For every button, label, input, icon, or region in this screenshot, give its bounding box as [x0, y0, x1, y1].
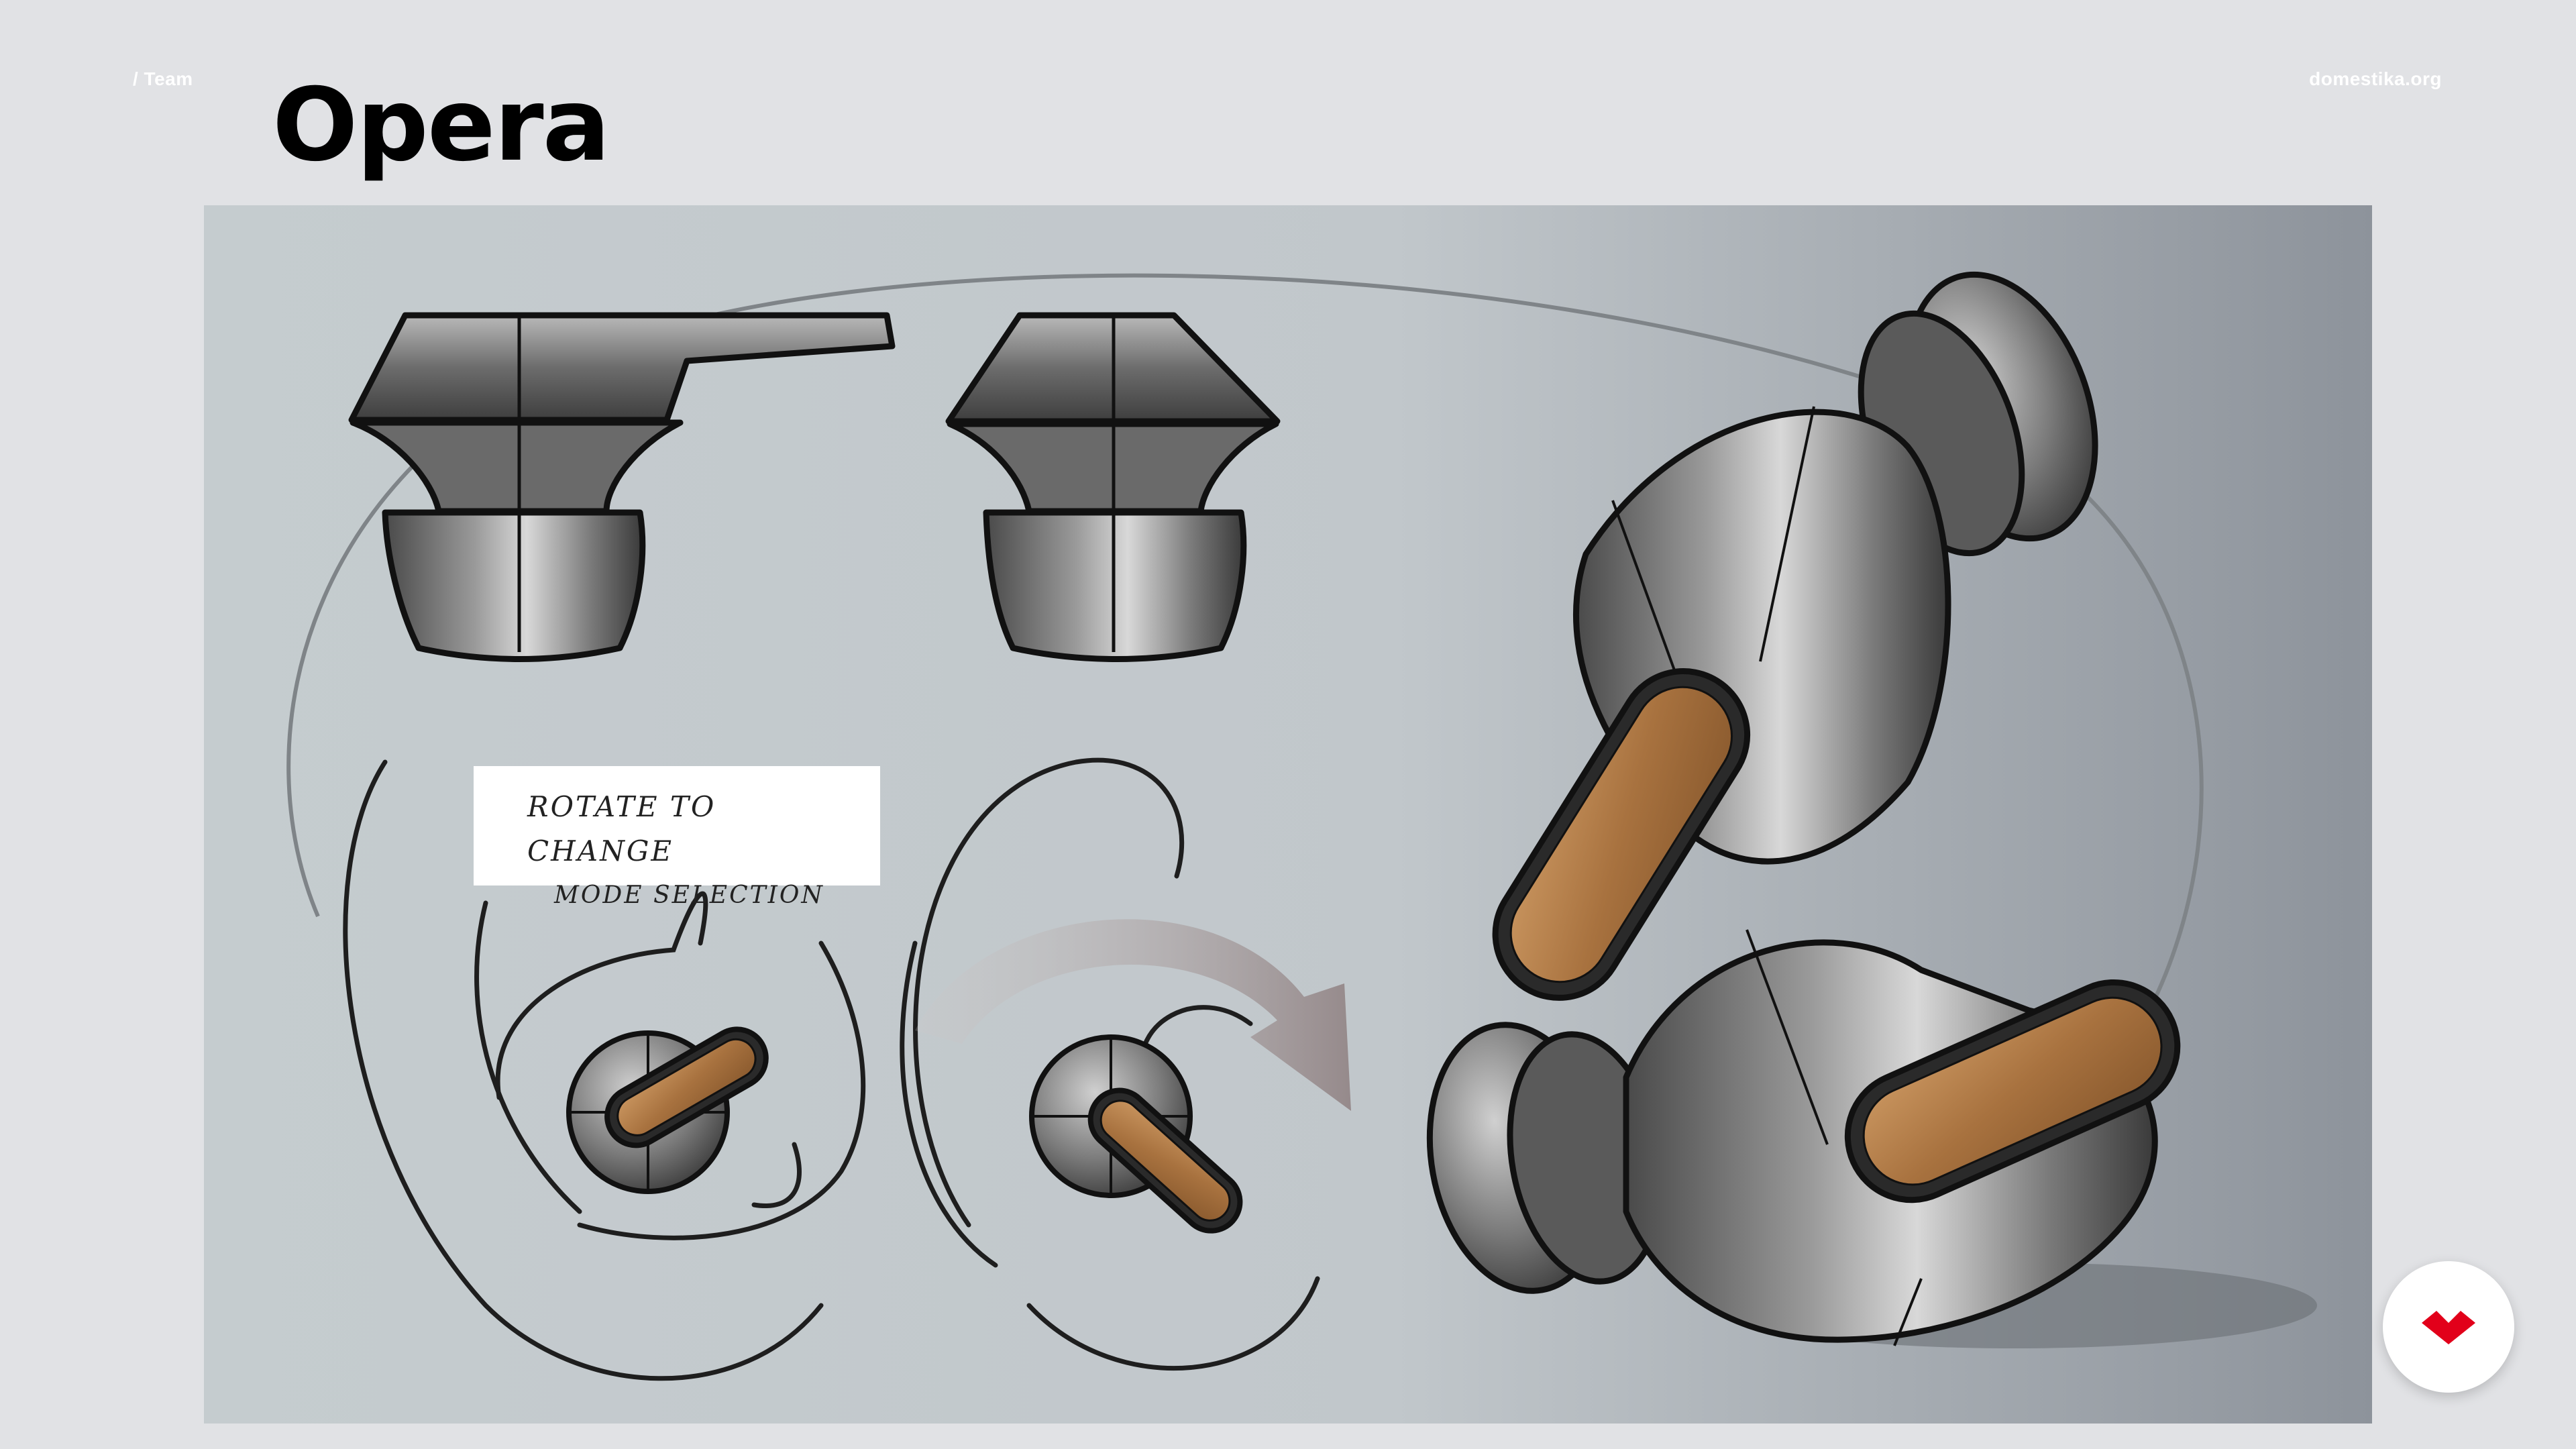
- domestika-logo-button[interactable]: [2383, 1261, 2514, 1393]
- slide-title: Opera: [272, 67, 610, 184]
- breadcrumb[interactable]: / Team: [133, 68, 193, 89]
- site-url: domestika.org: [2309, 68, 2442, 89]
- product-sketch-image: [204, 205, 2372, 1424]
- note-line-1: Rotate to change: [527, 790, 716, 867]
- note-line-2: mode selection: [554, 881, 824, 909]
- sketch-annotation-note: Rotate to change mode selection: [474, 766, 880, 909]
- domestika-logo-icon: [2422, 1311, 2475, 1344]
